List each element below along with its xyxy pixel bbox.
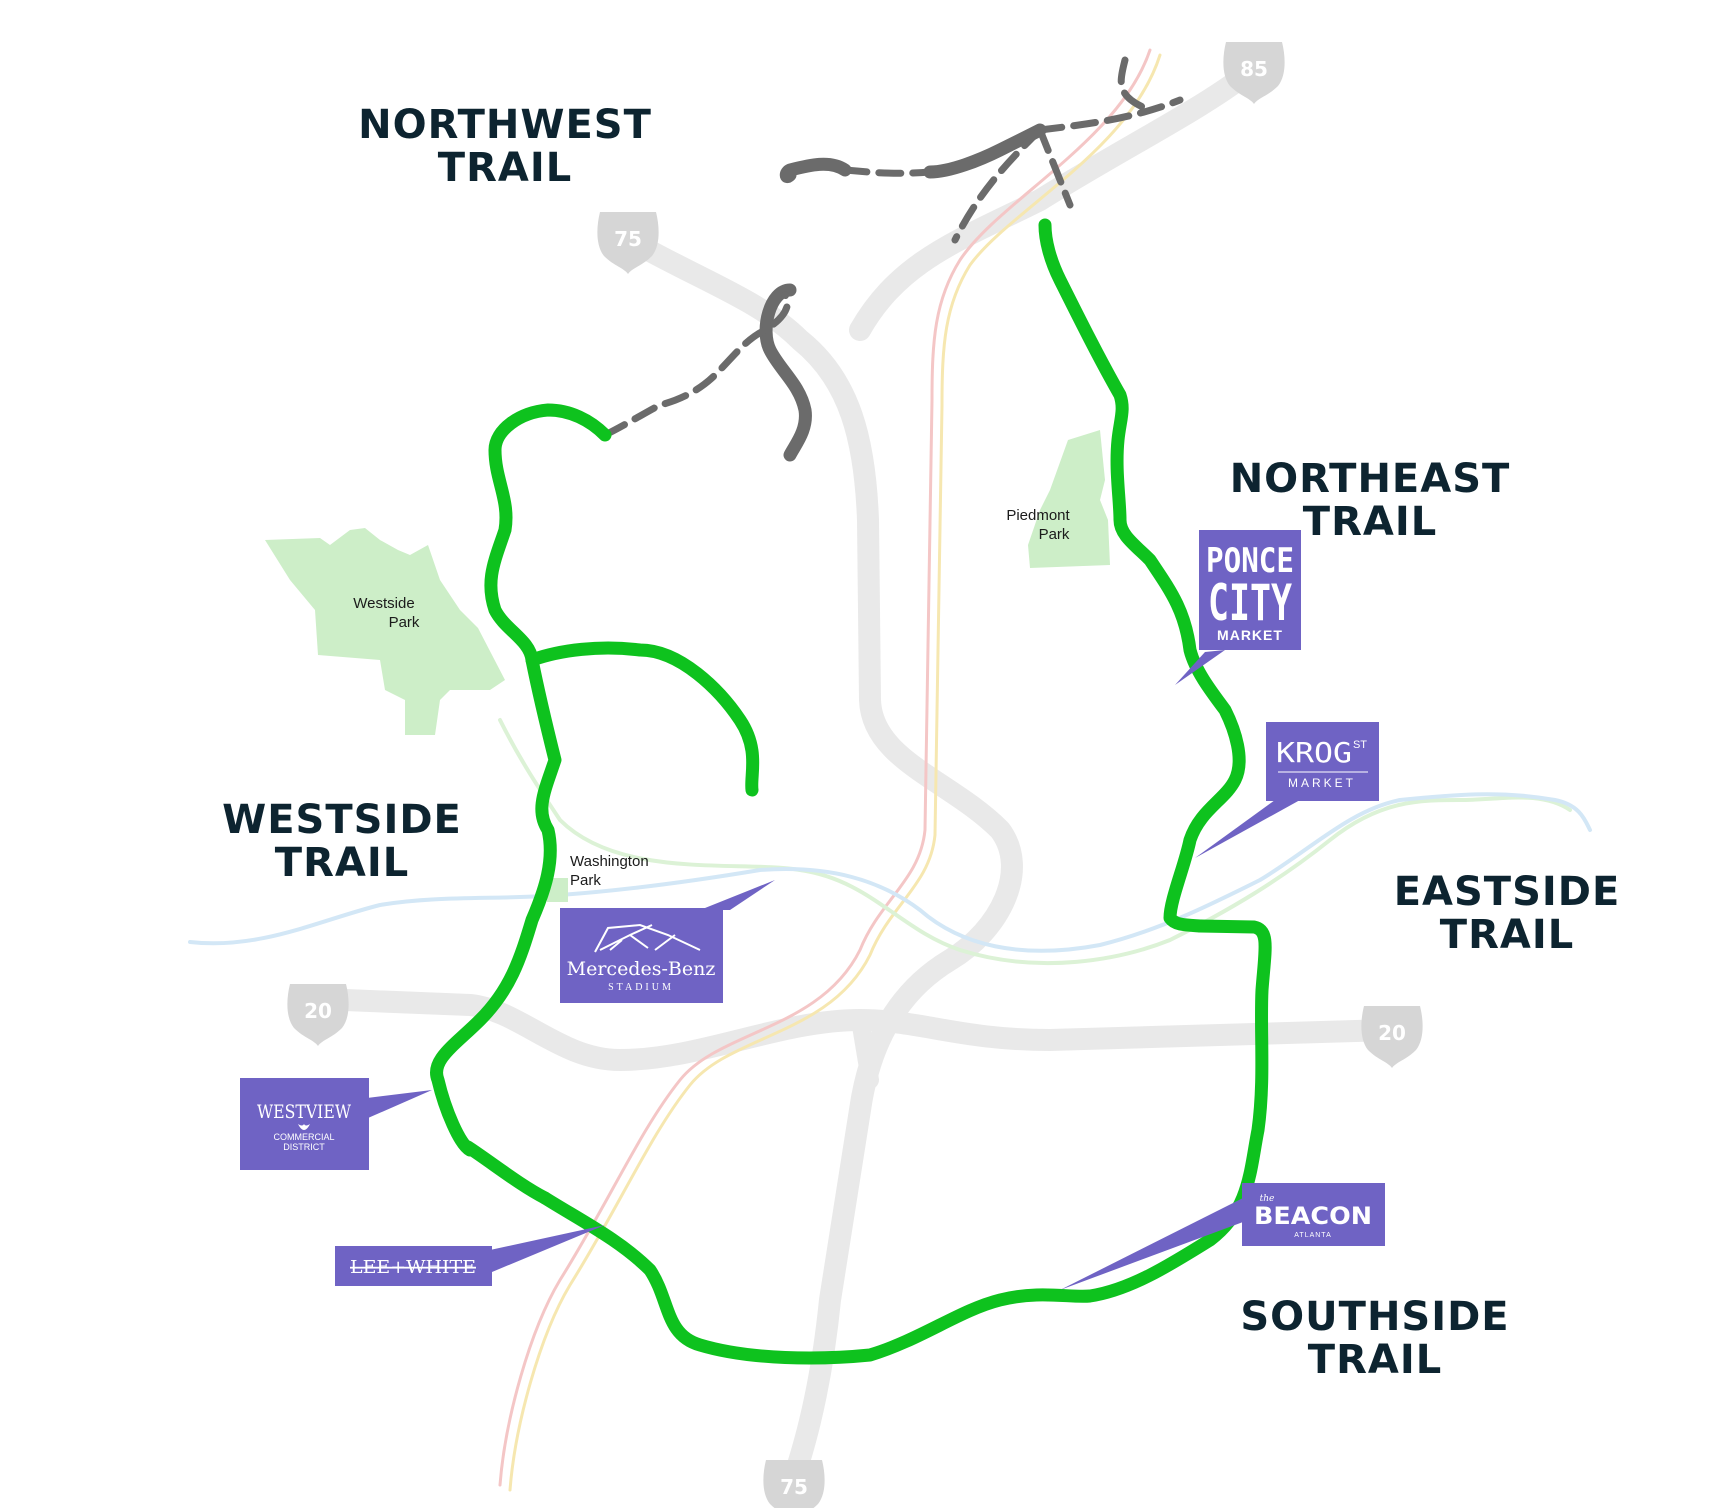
ponce-city-market-badge[interactable]: PONCE CITY MARKET	[1175, 530, 1301, 685]
rail-yellow	[508, 53, 1162, 1492]
mercedes-label-line2: STADIUM	[608, 982, 674, 993]
beacon-label-main: BEACON	[1254, 1202, 1372, 1230]
river-green	[498, 718, 1572, 966]
planned-trail-solid-segment	[759, 123, 1047, 462]
westside-trail	[430, 403, 612, 1157]
i20-west-shield-number: 20	[304, 999, 332, 1023]
ponce-pointer	[1175, 650, 1225, 685]
westside-trail-label-line2: TRAIL	[275, 840, 409, 886]
rivers	[188, 718, 1592, 966]
leewhite-pointer	[490, 1225, 605, 1272]
planned-trail-dashed-northwest	[601, 291, 791, 439]
i75-south-shield: 75	[763, 1460, 825, 1508]
rail-lines	[498, 48, 1162, 1492]
i20-east-shield: 20	[1361, 1006, 1423, 1068]
krog-st-market-badge[interactable]: KROG ST MARKET	[1195, 722, 1379, 858]
i75-south-shield-number: 75	[780, 1475, 808, 1499]
parks	[265, 430, 1110, 902]
i85-shield: 85	[1223, 42, 1285, 104]
westside-spur	[525, 641, 760, 797]
ponce-label-line2: CITY	[1208, 574, 1292, 632]
park-labels: Westside Park Piedmont Park Washington P…	[353, 507, 1070, 889]
lee-white-badge[interactable]: LEE+WHITE	[335, 1225, 605, 1286]
river-blue	[188, 792, 1592, 953]
i75-i85-north-highway	[619, 229, 1023, 1501]
landmarks: PONCE CITY MARKET KROG ST MARKET Mercede…	[240, 530, 1385, 1290]
i20-west-shield: 20	[287, 984, 349, 1046]
krog-label-st: ST	[1353, 739, 1367, 751]
westside-park-label-line1: Westside	[353, 595, 414, 612]
westview-label-line1: WESTVIEW	[257, 1101, 351, 1123]
southside-trail-label-line2: TRAIL	[1308, 1337, 1442, 1383]
northeast-trail-label-line1: NORTHEAST	[1230, 456, 1511, 502]
beacon-badge[interactable]: the BEACON ATLANTA	[1060, 1183, 1385, 1290]
westview-badge[interactable]: WESTVIEW COMMERCIAL DISTRICT	[240, 1078, 432, 1170]
stadium-icon	[594, 923, 701, 953]
i85-northeast-highway	[849, 64, 1256, 341]
i20-east-shield-number: 20	[1378, 1021, 1406, 1045]
westview-pointer	[367, 1090, 432, 1118]
mercedes-badge-box	[560, 908, 723, 1003]
eastside-trail-label-line1: EASTSIDE	[1394, 869, 1621, 915]
i85-shield-number: 85	[1240, 57, 1268, 81]
rail-red	[498, 48, 1152, 1487]
westview-label-line2: COMMERCIAL	[273, 1132, 334, 1142]
northeast-trail-label-line2: TRAIL	[1303, 499, 1437, 545]
trail-labels: NORTHWEST TRAIL NORTHEAST TRAIL WESTSIDE…	[222, 102, 1621, 1383]
southwest-connector	[461, 1140, 552, 1205]
i75-north-shield: 75	[597, 212, 659, 274]
westview-label-line3: DISTRICT	[283, 1142, 325, 1152]
washington-park-label-line2: Park	[570, 872, 601, 889]
northwest-trail-label-line1: NORTHWEST	[358, 102, 652, 148]
westside-trail-label-line1: WESTSIDE	[222, 797, 462, 843]
interstate-shields: 85 75 75 20 20	[287, 42, 1423, 1508]
krog-pointer	[1195, 800, 1300, 858]
planned-trail-dashed-northeast	[951, 56, 1184, 244]
ponce-badge-box	[1199, 530, 1301, 650]
westview-badge-box	[240, 1078, 369, 1170]
planned-trail-dashed-north	[841, 166, 934, 177]
mercedes-pointer	[700, 880, 775, 910]
beacon-label-the: the	[1260, 1194, 1275, 1204]
mercedes-benz-stadium-badge[interactable]: Mercedes-Benz STADIUM	[560, 880, 775, 1003]
beacon-label-sub: ATLANTA	[1294, 1232, 1331, 1239]
krog-label-line3: MARKET	[1288, 776, 1356, 790]
washington-park-label-line1: Washington	[570, 853, 649, 870]
leaf-icon	[298, 1124, 310, 1130]
northwest-trail-label-line2: TRAIL	[438, 145, 572, 191]
mercedes-label-line1: Mercedes-Benz	[567, 958, 716, 980]
i75-north-shield-number: 75	[614, 227, 642, 251]
leewhite-label: LEE+WHITE	[350, 1257, 476, 1278]
westside-park-label-line2: Park	[389, 614, 420, 631]
piedmont-park	[1028, 430, 1110, 568]
piedmont-park-label-line1: Piedmont	[1006, 507, 1070, 524]
krog-label-line1: KROG	[1276, 736, 1352, 769]
westside-park	[265, 528, 505, 735]
eastside-trail	[1038, 218, 1246, 933]
washington-park	[547, 878, 568, 902]
ponce-label-line1: PONCE	[1206, 541, 1294, 581]
eastside-trail-label-line2: TRAIL	[1440, 912, 1574, 958]
leewhite-badge-box	[335, 1246, 492, 1286]
beacon-pointer	[1060, 1198, 1243, 1290]
southside-trail-label-line1: SOUTHSIDE	[1240, 1294, 1509, 1340]
krog-badge-box	[1266, 722, 1379, 801]
ponce-label-line3: MARKET	[1217, 627, 1283, 643]
beacon-badge-box	[1242, 1183, 1385, 1246]
southside-trail	[538, 919, 1272, 1365]
piedmont-park-label-line2: Park	[1039, 526, 1070, 543]
beltline-trail	[430, 218, 1272, 1365]
highway-connector	[851, 1011, 879, 1089]
